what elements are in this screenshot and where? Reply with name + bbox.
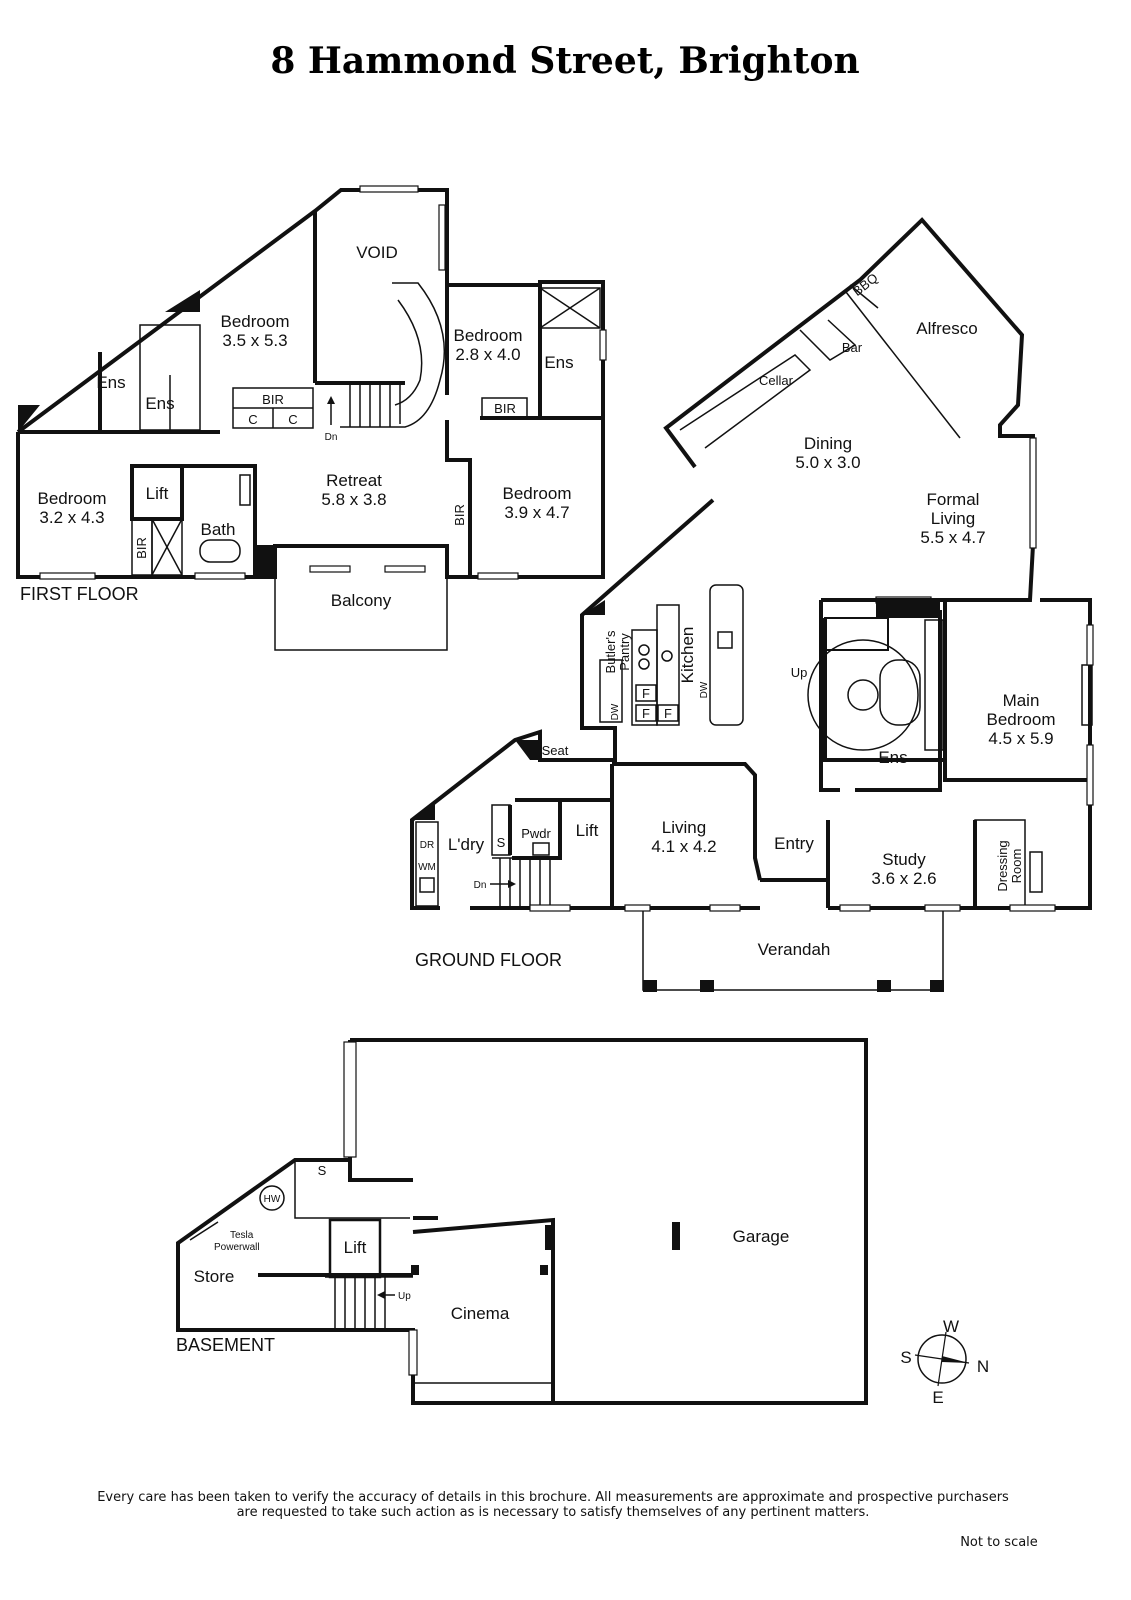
c-label-a: C <box>248 412 257 427</box>
bedroom-b-name: Bedroom <box>454 326 523 345</box>
store-label: Store <box>194 1267 235 1286</box>
retreat-size: 5.8 x 3.8 <box>321 490 386 509</box>
scale-note: Not to scale <box>960 1535 1038 1550</box>
pwdr-label: Pwdr <box>521 826 551 841</box>
bedroom-a-size: 3.5 x 5.3 <box>222 331 287 350</box>
bir-label-d: BIR <box>452 504 467 526</box>
main-bedroom-size: 4.5 x 5.9 <box>988 729 1053 748</box>
s-label-ground: S <box>497 835 506 850</box>
main-ens-label: Ens <box>878 748 907 767</box>
basement-plan: S HW Tesla Powerwall Lift Store Up Cinem… <box>176 1038 868 1405</box>
kitchen-label: Kitchen <box>678 627 697 684</box>
fridge-label-3: F <box>664 706 672 721</box>
bedroom-c-name: Bedroom <box>38 489 107 508</box>
compass-s: S <box>900 1348 911 1367</box>
seat-label: Seat <box>542 743 569 758</box>
bedroom-d-size: 3.9 x 4.7 <box>504 503 569 522</box>
bath-label: Bath <box>201 520 236 539</box>
lift-label-first: Lift <box>146 484 169 503</box>
up-label-ground: Up <box>791 665 808 680</box>
bedroom-c-size: 3.2 x 4.3 <box>39 508 104 527</box>
dr-label: DR <box>420 840 434 851</box>
retreat-name: Retreat <box>326 471 382 490</box>
main-bedroom-name-2: Bedroom <box>987 710 1056 729</box>
bir-label-c: BIR <box>134 537 149 559</box>
study-size: 3.6 x 2.6 <box>871 869 936 888</box>
study-name: Study <box>882 850 926 869</box>
dw-label-kitchen: DW <box>699 681 710 698</box>
cinema-label: Cinema <box>451 1304 510 1323</box>
disclaimer-line2: are requested to take such action as is … <box>237 1505 870 1520</box>
ens-label-right: Ens <box>544 353 573 372</box>
lift-label-ground: Lift <box>576 821 599 840</box>
bedroom-b-size: 2.8 x 4.0 <box>455 345 520 364</box>
first-floor-plan: VOID Bedroom 3.5 x 5.3 Bedroom 2.8 x 4.0… <box>16 185 607 651</box>
dressing-room-line2: Room <box>1009 849 1024 884</box>
bedroom-a-name: Bedroom <box>221 312 290 331</box>
hw-label: HW <box>264 1194 281 1205</box>
butlers-pantry-line1: Butler's <box>603 630 618 673</box>
cellar-label: Cellar <box>759 373 794 388</box>
first-floor-label: FIRST FLOOR <box>20 584 139 604</box>
verandah-label: Verandah <box>758 940 831 959</box>
page-title: 8 Hammond Street, Brighton <box>270 40 859 82</box>
s-label-basement: S <box>318 1163 327 1178</box>
bedroom-d-name: Bedroom <box>503 484 572 503</box>
dining-size: 5.0 x 3.0 <box>795 453 860 472</box>
ground-floor-label: GROUND FLOOR <box>415 950 562 970</box>
void-label: VOID <box>356 243 398 262</box>
compass: W S N E <box>900 1317 989 1407</box>
main-bedroom-name-1: Main <box>1003 691 1040 710</box>
formal-living-name-2: Living <box>931 509 975 528</box>
dining-name: Dining <box>804 434 852 453</box>
compass-e: E <box>932 1388 943 1407</box>
living-name: Living <box>662 818 706 837</box>
compass-w: W <box>943 1317 959 1336</box>
bir-label-a: BIR <box>262 392 284 407</box>
laundry-label: L'dry <box>448 835 485 854</box>
formal-living-name-1: Formal <box>927 490 980 509</box>
bbq-label: BBQ <box>850 270 881 299</box>
bar-label: Bar <box>842 340 863 355</box>
balcony-label: Balcony <box>331 591 392 610</box>
bir-label-b: BIR <box>494 401 516 416</box>
dw-label-pantry: DW <box>610 703 621 720</box>
dressing-room-line1: Dressing <box>995 840 1010 891</box>
garage-label: Garage <box>733 1227 790 1246</box>
formal-living-size: 5.5 x 4.7 <box>920 528 985 547</box>
up-label-basement: Up <box>398 1291 411 1302</box>
compass-n: N <box>977 1357 989 1376</box>
tesla-line1: Tesla <box>230 1230 254 1241</box>
tesla-line2: Powerwall <box>214 1242 260 1253</box>
butlers-pantry-line2: Pantry <box>617 633 632 671</box>
ground-floor-plan: BBQ Alfresco Bar Cellar Dining 5.0 x 3.0… <box>410 217 1094 992</box>
basement-label: BASEMENT <box>176 1335 275 1355</box>
alfresco-label: Alfresco <box>916 319 977 338</box>
fridge-label-1: F <box>642 686 650 701</box>
c-label-b: C <box>288 412 297 427</box>
entry-label: Entry <box>774 834 814 853</box>
living-size: 4.1 x 4.2 <box>651 837 716 856</box>
ens-label-mid: Ens <box>145 394 174 413</box>
dn-label: Dn <box>325 432 338 443</box>
dn-label-ground: Dn <box>474 880 487 891</box>
disclaimer-line1: Every care has been taken to verify the … <box>97 1490 1009 1505</box>
ens-label-left: Ens <box>96 373 125 392</box>
fridge-label-2: F <box>642 706 650 721</box>
wm-label: WM <box>418 862 436 873</box>
lift-label-basement: Lift <box>344 1238 367 1257</box>
